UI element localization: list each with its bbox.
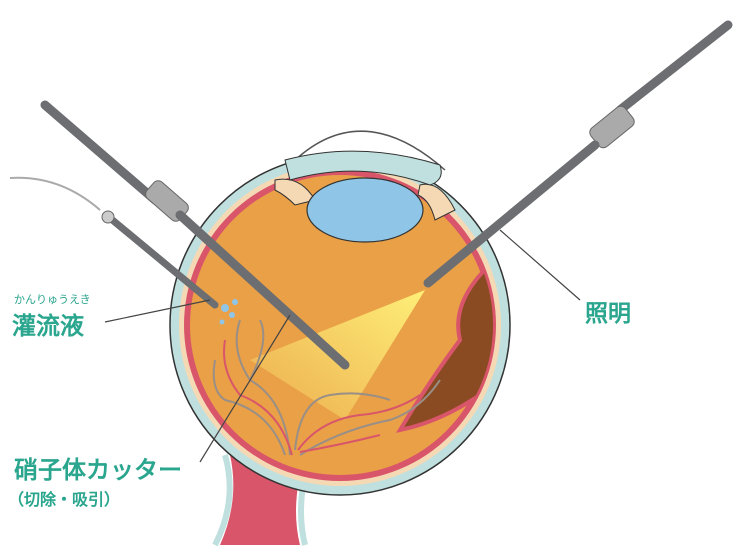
iris-right	[417, 183, 456, 221]
cutter-leader	[199, 314, 291, 463]
illumination-label: 照明	[585, 301, 631, 327]
light-beam	[250, 282, 430, 420]
infusion-cannula	[106, 214, 219, 309]
retinal-vessels	[212, 319, 441, 456]
irrigation-label: 灌流液	[12, 312, 84, 340]
illumination-leader	[499, 229, 581, 301]
irrigation-drops-icon	[219, 299, 238, 325]
cutter-sub-label: （切除・吸引）	[8, 490, 121, 509]
irrigation-ruby-label: かんりゅうえき	[14, 293, 91, 306]
irrigation-leader	[104, 299, 211, 323]
cutter-label: 硝子体カッター	[14, 456, 182, 484]
infusion-tube	[9, 176, 101, 211]
lens	[306, 177, 424, 243]
vitrectomy-cutter-shaft	[40, 100, 160, 205]
detached-retina	[395, 255, 493, 433]
light-pipe-shaft	[615, 20, 733, 115]
cornea	[289, 130, 446, 171]
